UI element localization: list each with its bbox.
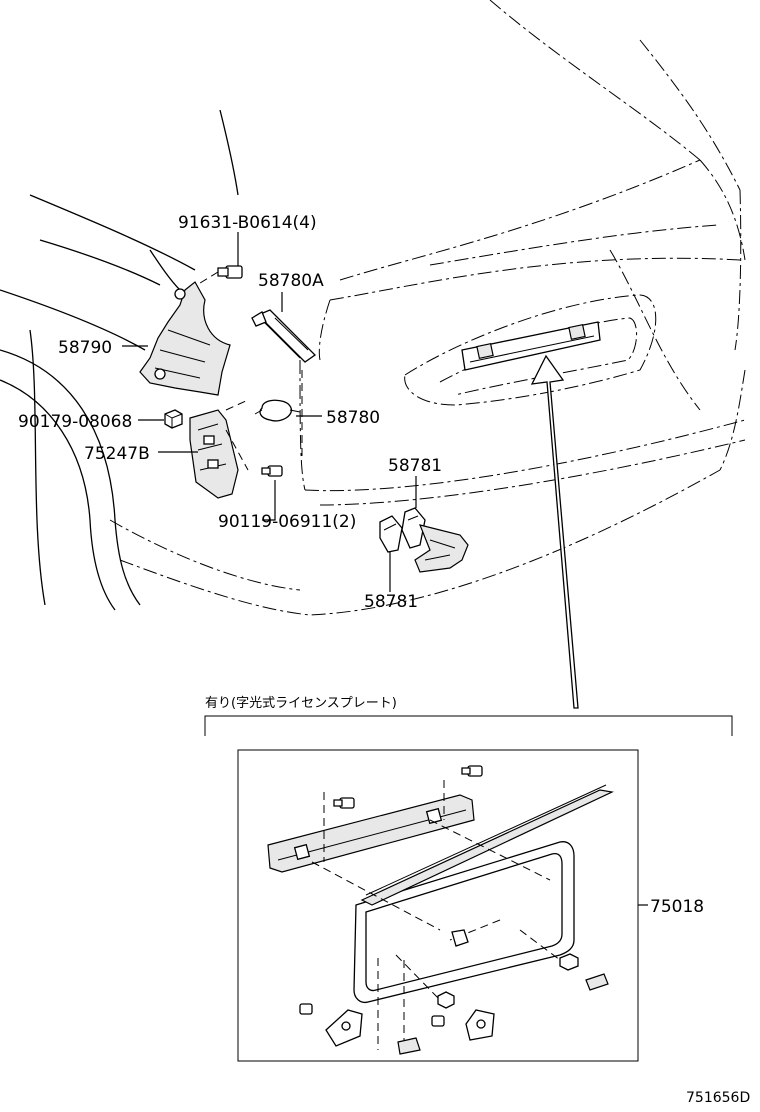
inset-cap-b — [397, 1037, 421, 1055]
diagram-code: 751656D — [686, 1090, 750, 1106]
clip-58780 — [254, 399, 301, 422]
inset-dash-guides — [311, 819, 561, 1050]
inset-lamp-rail — [267, 780, 475, 873]
inset-cap-a — [585, 973, 609, 991]
bracket-58790 — [139, 281, 231, 396]
label-58780: 58780 — [326, 408, 380, 428]
label-58781-lower: 58781 — [364, 592, 418, 612]
inset-plate-frame — [353, 784, 614, 1004]
inset-bracket-right — [431, 1009, 495, 1041]
inset-screw-1 — [333, 797, 355, 809]
label-90179: 90179-08068 — [18, 412, 132, 432]
label-91631: 91631-B0614(4) — [178, 213, 317, 233]
inset-bracket-left — [299, 1003, 363, 1047]
inset-bracket-line — [204, 715, 733, 736]
inset-clip-a — [451, 929, 469, 947]
label-58781-upper: 58781 — [388, 456, 442, 476]
bolt-91631 — [191, 265, 243, 289]
license-lamp-housing — [461, 321, 601, 371]
seal-58780A — [251, 309, 317, 363]
label-90119: 90119-06911(2) — [218, 512, 356, 532]
pointer-arrow — [530, 354, 579, 709]
lamp-housing-lower — [414, 524, 469, 573]
label-58780A: 58780A — [258, 271, 324, 291]
inset-screw-2 — [461, 765, 483, 777]
bracket-75247B — [189, 409, 239, 499]
nut-90179 — [164, 409, 183, 429]
vehicle-body-outline — [0, 0, 746, 616]
label-75018: 75018 — [650, 897, 704, 917]
clip-58781-lower — [379, 515, 403, 553]
inset-caption: 有り(字光式ライセンスプレート) — [205, 696, 397, 711]
label-75247B: 75247B — [84, 444, 150, 464]
label-58790: 58790 — [58, 338, 112, 358]
leader-90119 — [262, 480, 276, 521]
inset-nut-b — [437, 991, 455, 1009]
screw-90119 — [261, 465, 283, 477]
inset-nut-a — [559, 953, 579, 971]
